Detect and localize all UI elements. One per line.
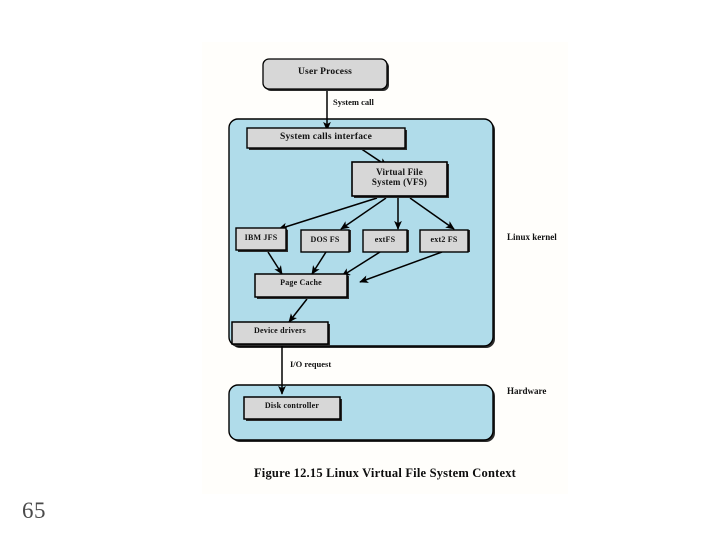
figure-graphics <box>228 58 495 442</box>
figure-image: User Process System call System calls in… <box>202 42 568 494</box>
page-number: 65 <box>22 498 46 523</box>
figure-caption: Figure 12.15 Linux Virtual File System C… <box>253 466 517 480</box>
